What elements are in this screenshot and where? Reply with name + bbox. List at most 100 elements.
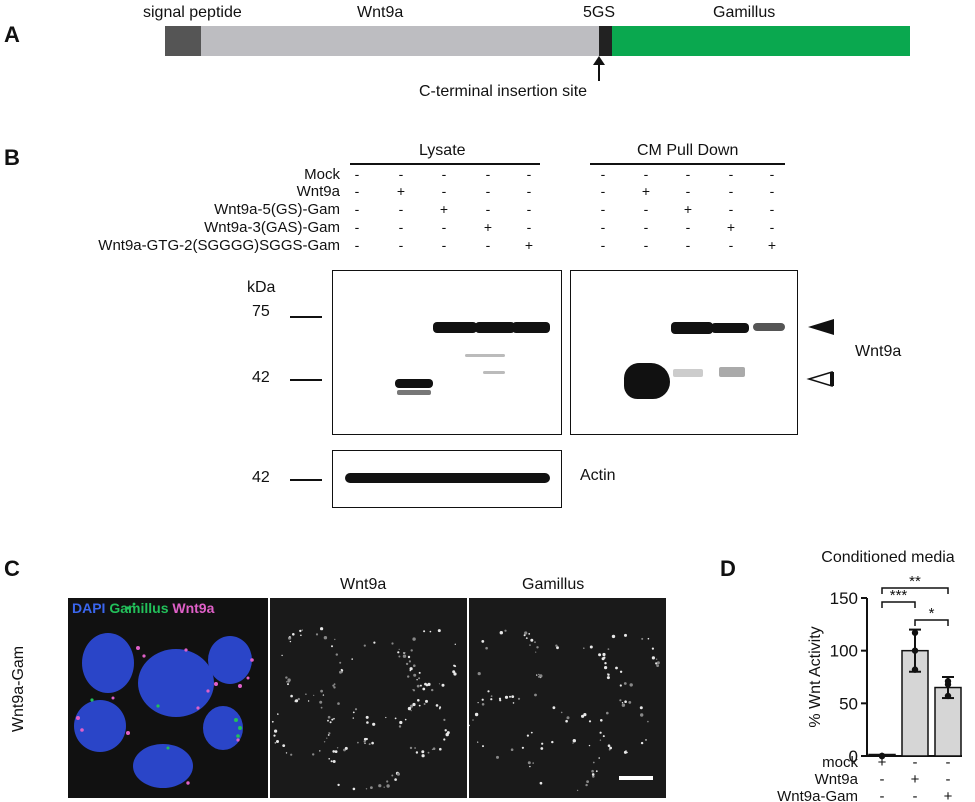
punctum [485,646,488,650]
lane-sign: - [685,219,691,235]
punctum [326,737,328,739]
y-tick-label: 150 [830,589,858,608]
punctum [487,690,490,693]
punctum [588,744,591,747]
punctum [541,742,544,745]
punctum [277,713,279,715]
punctum [647,720,649,723]
punctum [423,630,426,633]
segment-signal-peptide [165,26,201,56]
segment-wnt9a [201,26,599,56]
lane-sign: - [600,166,606,182]
segment-gamillus [612,26,910,56]
punctum [290,694,293,698]
punctum [588,720,592,723]
punctum [641,637,644,640]
punctum [320,706,323,709]
data-point [911,666,919,673]
lane-sign: - [441,166,447,182]
condition-sign: - [880,771,885,788]
merge-channel-legend: DAPI Gamillus Wnt9a [72,600,214,616]
punctum [439,707,441,710]
data-point [911,647,919,654]
punctum [352,717,354,719]
punctum [409,704,414,708]
lane-sign: + [439,201,449,217]
punctum [341,669,344,672]
punctum [619,699,622,702]
lane-sign: - [769,201,775,217]
punctum [536,674,538,676]
condition-sign: + [878,754,887,771]
punctum [371,741,374,745]
punctum [319,750,321,752]
punctum [655,658,658,660]
lane-sign: - [643,201,649,217]
punctum [323,741,326,743]
punctum [334,638,336,641]
punctum [417,699,420,702]
punctum [300,634,302,637]
lane-sign: - [398,166,404,182]
punctum [529,765,531,768]
punctum [609,746,612,750]
punctum [540,747,544,750]
lane-sign: - [600,237,606,253]
punctum [327,734,330,736]
punctum [372,722,376,726]
significance-label: ** [909,573,921,590]
punctum [624,700,627,703]
panel-d-letter: D [720,556,736,581]
punctum [583,713,587,717]
punctum [410,649,413,652]
lane-sign: - [354,183,360,199]
data-point [878,752,886,760]
punctum [539,674,543,678]
group-label-lysate: Lysate [419,142,466,159]
punctum [416,679,418,681]
punctum [312,753,315,756]
punctum [297,697,300,701]
data-point [911,629,919,636]
segment-5gs [599,26,612,56]
punctum [530,638,534,642]
segment-label-gamillus: Gamillus [713,4,776,21]
row-label-gtg-gam: Wnt9a-GTG-2(SGGGG)SGGS-Gam [98,237,340,254]
punctum [536,646,539,649]
punctum [413,673,417,677]
band-lysate-wnt9a-lower [397,390,431,395]
punctum [404,718,407,721]
insertion-site-label: C-terminal insertion site [419,83,588,100]
punctum [490,698,493,701]
punctum [441,683,445,687]
punctum [560,711,563,714]
punctum [418,677,421,680]
punctum [439,747,442,751]
punctum [482,745,484,748]
punctum [404,652,406,654]
punctum [368,743,371,746]
punctum [595,770,598,773]
kda-label: kDa [247,279,276,296]
punctum [454,643,456,645]
segment-label-wnt9a: Wnt9a [357,4,404,21]
lane-sign: - [441,237,447,253]
punctum [510,748,514,751]
punctum [418,671,421,674]
punctum [331,645,333,648]
lane-sign: + [641,183,651,199]
punctum [527,761,531,765]
punctum [477,672,481,676]
lane-sign: + [524,237,534,253]
lane-sign: - [354,219,360,235]
punctum [305,693,307,695]
lane-sign: - [485,166,491,182]
lane-sign: - [685,237,691,253]
row-label-3gas-gam: Wnt9a-3(GAS)-Gam [204,219,340,236]
punctum [421,754,425,758]
punctum [521,746,524,749]
lane-sign: - [769,219,775,235]
punctum [534,693,537,697]
punctum [607,648,610,650]
